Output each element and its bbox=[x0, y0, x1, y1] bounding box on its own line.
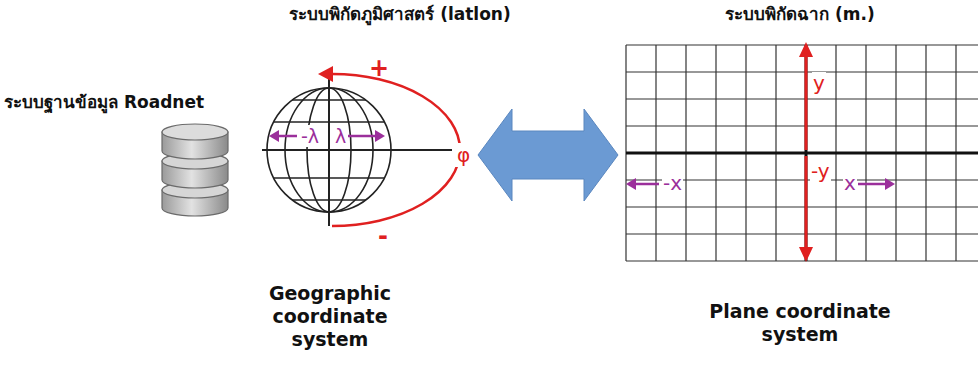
sign-label: - bbox=[378, 222, 388, 251]
double-arrow bbox=[478, 109, 618, 201]
longitude-arrows bbox=[269, 130, 385, 142]
system-caption: Plane coordinate system bbox=[690, 300, 910, 346]
latitude-arc bbox=[318, 66, 460, 226]
title-text: ระบบพิกัดภูมิศาสตร์ (latlon) bbox=[250, 4, 550, 24]
longitude-label: λ bbox=[334, 125, 347, 147]
axis-label: -x bbox=[662, 172, 683, 194]
plane-grid-node: y -x x -y bbox=[620, 40, 978, 266]
plane-grid bbox=[626, 45, 978, 261]
axis-label: x bbox=[843, 172, 857, 194]
sign-label: + bbox=[369, 54, 389, 83]
database-icon bbox=[162, 124, 228, 216]
database-label: ระบบฐานข้อมูล Roadnet bbox=[4, 92, 204, 112]
globe-node: -λ λ bbox=[262, 62, 476, 238]
system-caption: Geographic coordinate system bbox=[255, 282, 405, 351]
latitude-label: φ bbox=[455, 143, 472, 167]
plane-axes bbox=[626, 42, 978, 262]
title-text: ระบบพิกัดฉาก (m.) bbox=[680, 4, 920, 24]
axis-label: y bbox=[812, 72, 826, 94]
longitude-label: -λ bbox=[300, 125, 320, 147]
axis-label: -y bbox=[810, 160, 831, 182]
